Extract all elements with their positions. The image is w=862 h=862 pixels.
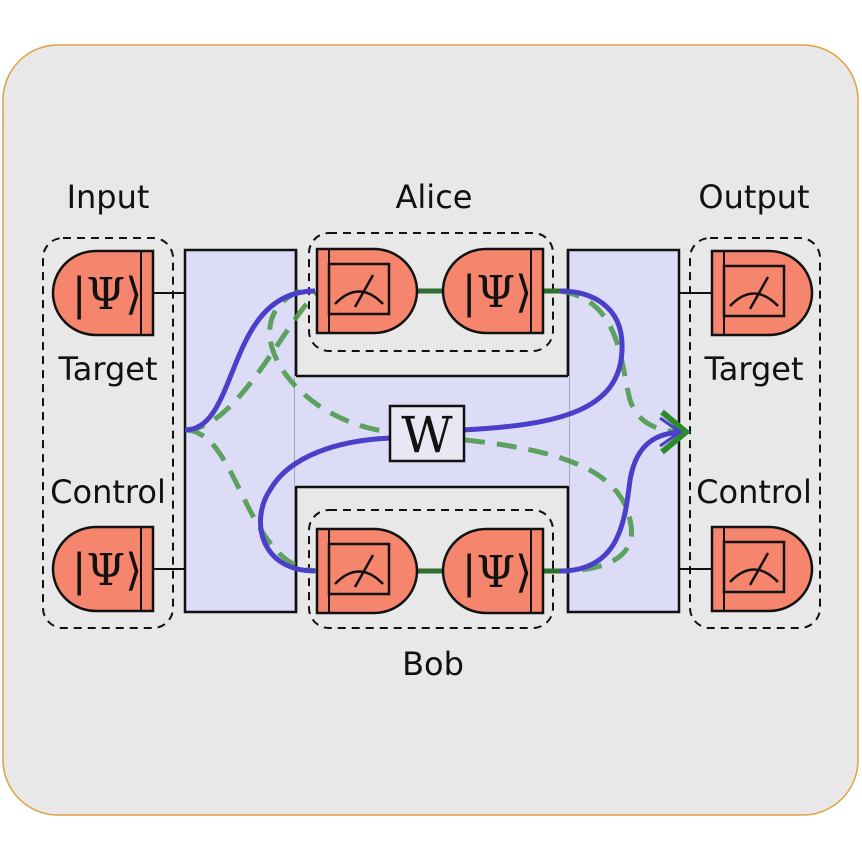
dashed-path-lower (184, 427, 321, 574)
input-target-label: Target (58, 350, 158, 388)
chevron-right-icon-shadow (659, 416, 683, 448)
output-target-label: Target (704, 350, 804, 388)
dashed-path-upper (184, 288, 322, 433)
solid-path-upper (184, 288, 316, 433)
alice-psi-source: |Ψ⟩ (441, 247, 545, 335)
w-operator-label: W (401, 406, 453, 464)
chevron-right-icon (660, 409, 691, 455)
dashed-path-alice-out (559, 288, 686, 435)
dashed-path-cross-right (464, 437, 634, 574)
psi-ket-symbol: |Ψ⟩ (462, 267, 533, 318)
output-group-outline (689, 237, 821, 629)
alice-meter-icon (315, 247, 419, 335)
solid-path-bob-out (559, 429, 686, 574)
output-control-meter-icon (710, 525, 814, 613)
bob-meter-icon (315, 527, 419, 615)
input-group-outline (42, 237, 174, 629)
alice-label: Alice (396, 178, 473, 216)
solid-path-bob-to-center (258, 435, 393, 574)
psi-ket-symbol: |Ψ⟩ (462, 547, 533, 598)
input-label: Input (67, 178, 150, 216)
right-combiner-box (566, 248, 681, 614)
input-target-psi-source: |Ψ⟩ (51, 249, 155, 337)
w-operator-box (388, 404, 466, 463)
psi-ket-symbol: |Ψ⟩ (72, 545, 143, 596)
bob-label: Bob (402, 645, 464, 683)
solid-path-center-to-alice (462, 288, 625, 433)
output-target-meter-icon (710, 249, 814, 337)
output-control-label: Control (696, 473, 812, 511)
output-label: Output (698, 178, 809, 216)
bob-psi-source: |Ψ⟩ (441, 527, 545, 615)
input-control-psi-source: |Ψ⟩ (51, 525, 155, 613)
input-control-label: Control (50, 473, 166, 511)
psi-ket-symbol: |Ψ⟩ (72, 269, 143, 320)
